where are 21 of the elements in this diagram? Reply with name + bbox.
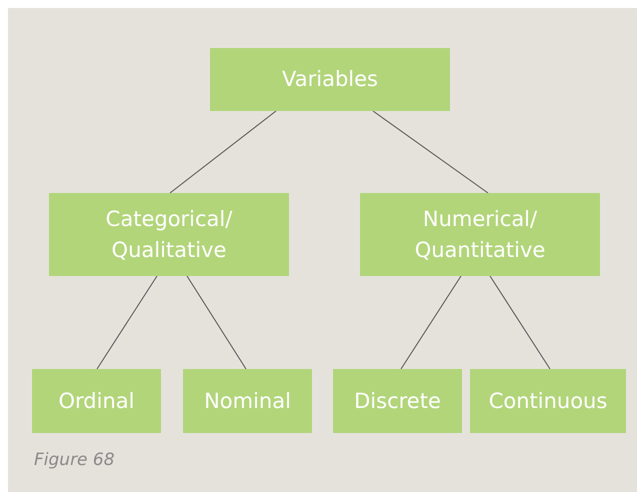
connector-line (96, 276, 158, 370)
category-box (49, 193, 289, 276)
category-box (470, 369, 626, 433)
connector-line (186, 276, 246, 370)
category-box (333, 369, 462, 433)
category-box (32, 369, 161, 433)
category-box (360, 193, 600, 276)
connector-line (490, 276, 550, 370)
category-box (183, 369, 312, 433)
category-box (210, 48, 450, 111)
node-label: Numerical/ Quantitative (414, 206, 546, 264)
node-label: Ordinal (58, 388, 134, 414)
connector-line (372, 110, 488, 194)
node-label: Continuous (488, 388, 608, 414)
connector-line (400, 276, 462, 370)
node-label: Discrete (354, 388, 441, 414)
node-label: Variables (282, 66, 378, 93)
connector-line (170, 110, 276, 194)
node-label: Nominal (204, 388, 291, 414)
figure-caption: Figure 68 (34, 450, 115, 470)
node-label: Categorical/ Qualitative (104, 206, 234, 264)
